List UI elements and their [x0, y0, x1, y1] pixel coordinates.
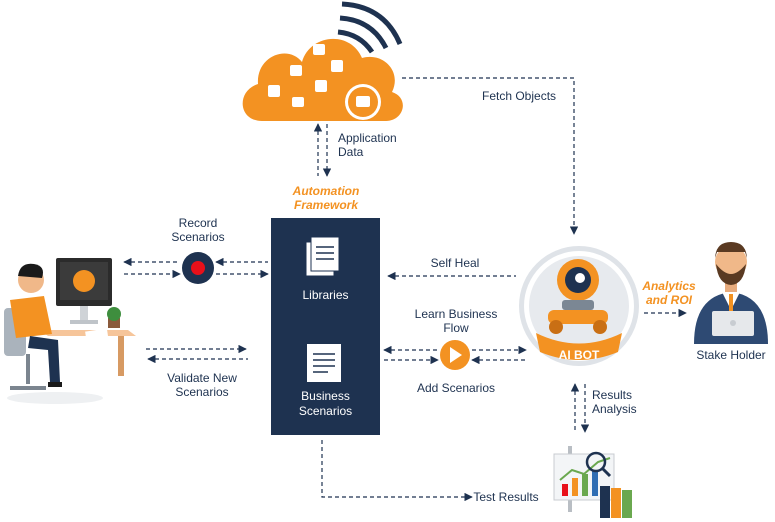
- user-at-desk-icon: [4, 258, 136, 404]
- learn-business-flow-label: Learn Business Flow: [414, 307, 498, 335]
- record-scenarios-label: Record Scenarios: [171, 216, 225, 244]
- test-results-chart-icon: [553, 446, 632, 518]
- application-data-label: Application Data: [338, 131, 397, 159]
- validate-scenarios-label: Validate New Scenarios: [167, 371, 237, 399]
- stake-holder-icon: [694, 242, 768, 344]
- cloud-icon: [242, 1, 403, 121]
- connectors: [123, 77, 687, 502]
- analytics-roi-title: Analytics and ROI: [642, 279, 696, 307]
- libraries-icon: [305, 236, 340, 277]
- ai-bot-icon: [519, 246, 639, 366]
- business-scenarios-icon: [307, 344, 341, 382]
- business-scenarios-label: Business Scenarios: [298, 389, 353, 418]
- results-analysis-label: Results Analysis: [592, 388, 637, 416]
- fetch-objects-label: Fetch Objects: [482, 89, 557, 103]
- libraries-label: Libraries: [302, 288, 349, 302]
- play-icon: [440, 340, 470, 370]
- ai-bot-label: AI BOT: [558, 348, 600, 362]
- self-heal-label: Self Heal: [430, 256, 480, 270]
- record-icon: [182, 252, 214, 284]
- stake-holder-label: Stake Holder: [696, 348, 766, 362]
- test-results-label: Test Results: [473, 490, 539, 504]
- add-scenarios-label: Add Scenarios: [416, 381, 496, 395]
- automation-framework-title: Automation Framework: [292, 184, 360, 212]
